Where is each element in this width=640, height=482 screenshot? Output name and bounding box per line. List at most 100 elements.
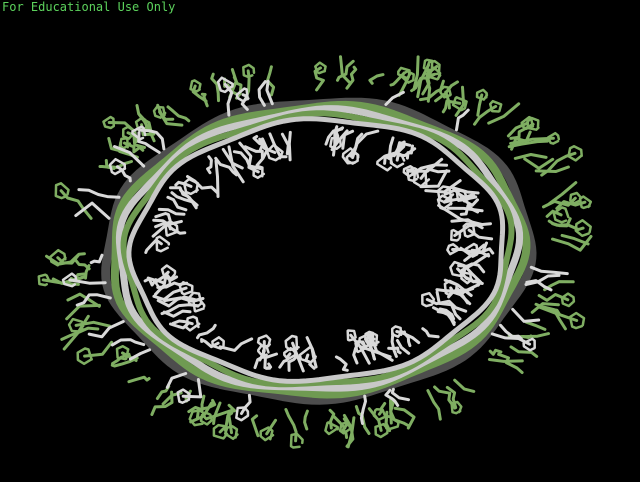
inner-sidechain	[387, 346, 402, 355]
outer-sidechain	[123, 141, 145, 154]
inner-sidechain	[238, 141, 260, 174]
outer-sidechain	[339, 55, 351, 84]
outer-sidechain	[393, 406, 416, 430]
outer-sidechain	[332, 415, 347, 430]
outer-sidechain	[73, 257, 91, 271]
inner-sidechain	[395, 339, 411, 355]
outer-sidechain	[433, 385, 457, 410]
outer-light-sidechain	[525, 279, 553, 292]
outer-sidechain-ring	[212, 423, 229, 440]
outer-sidechain	[412, 55, 420, 91]
inner-sidechain-ring	[450, 228, 462, 242]
inner-sidechain-ring	[446, 243, 460, 256]
outer-sidechain	[250, 414, 260, 438]
inner-sidechain	[443, 188, 476, 203]
outer-sidechain-ring	[546, 131, 561, 145]
outer-sidechain	[303, 409, 309, 431]
inner-sidechain	[432, 306, 456, 326]
inner-sidechain-ring	[436, 185, 455, 204]
inner-sidechain	[421, 327, 440, 339]
inner-sidechain-ring	[406, 167, 420, 182]
outer-light-sidechain	[89, 253, 104, 265]
outer-sidechain	[210, 72, 220, 103]
inner-sidechain	[174, 180, 193, 188]
outer-sidechain	[506, 121, 530, 138]
inner-sidechain	[424, 179, 462, 194]
inner-sidechain	[214, 156, 238, 177]
inner-sidechain	[154, 212, 172, 222]
outer-sidechain-ring	[324, 421, 340, 436]
inner-sidechain	[157, 207, 186, 216]
inner-sidechain	[186, 175, 219, 195]
inner-sidechain	[162, 309, 192, 318]
outer-light-sidechain-ring	[131, 125, 147, 141]
outer-sidechain	[127, 375, 151, 384]
outer-sidechain-ring	[560, 292, 576, 308]
outer-sidechain	[342, 413, 355, 448]
outer-light-sidechain	[113, 145, 146, 168]
inner-sidechain	[255, 137, 269, 167]
inner-sidechain	[402, 330, 412, 348]
inner-sidechain	[438, 307, 456, 321]
inner-sidechain-ring	[346, 329, 357, 342]
outer-light-sidechain	[181, 378, 203, 399]
outer-light-sidechain	[115, 165, 132, 183]
outer-sidechain-ring	[451, 96, 468, 112]
watermark-label: For Educational Use Only	[2, 0, 176, 14]
inner-sidechain	[232, 150, 262, 170]
outer-sidechain	[560, 233, 590, 246]
inner-sidechain-ring	[460, 271, 474, 285]
outer-sidechain-ring	[397, 66, 412, 80]
inner-sidechain-ring	[211, 336, 225, 350]
inner-sidechain	[443, 278, 473, 297]
outer-sidechain	[513, 153, 548, 160]
backbone-strand	[110, 100, 531, 399]
outer-light-sidechain-ring	[176, 388, 191, 404]
inner-sidechain	[227, 145, 245, 184]
outer-sidechain	[545, 209, 563, 218]
inner-sidechain-ring	[449, 260, 467, 278]
outer-sidechain-ring	[118, 137, 131, 150]
inner-sidechain	[390, 332, 398, 358]
outer-sidechain	[487, 102, 521, 125]
outer-sidechain-ring	[189, 79, 202, 93]
inner-sidechain-ring	[390, 325, 404, 338]
outer-sidechain	[523, 157, 555, 170]
outer-light-sidechain	[499, 323, 523, 341]
inner-sidechain-ring	[464, 242, 479, 258]
outer-light-sidechain	[390, 387, 410, 402]
outer-sidechain-ring	[152, 105, 167, 119]
backbone-strand	[120, 110, 515, 388]
outer-sidechain-ring	[520, 115, 535, 131]
outer-light-sidechain-ring	[235, 406, 250, 422]
outer-sidechain	[368, 73, 385, 85]
outer-sidechain-ring	[188, 409, 207, 427]
outer-sidechain-ring	[475, 88, 489, 101]
inner-sidechain	[467, 228, 494, 241]
outer-sidechain	[218, 411, 234, 434]
inner-sidechain	[419, 169, 449, 189]
outer-light-sidechain	[128, 348, 152, 361]
inner-sidechain-ring	[257, 344, 270, 357]
outer-sidechain	[497, 352, 524, 374]
outer-light-sidechain-ring	[61, 272, 78, 288]
outer-sidechain	[509, 345, 539, 358]
inner-sidechain	[332, 126, 345, 157]
inner-sidechain	[169, 186, 196, 204]
outer-sidechain	[150, 390, 174, 416]
outer-sidechain-ring	[223, 425, 239, 441]
outer-sidechain-ring	[199, 411, 214, 426]
inner-sidechain	[206, 155, 213, 175]
outer-sidechain-ring	[568, 311, 586, 330]
backbone-strand	[101, 97, 537, 405]
outer-sidechain-ring	[578, 195, 593, 210]
outer-light-sidechain	[524, 273, 561, 286]
outer-sidechain	[488, 348, 503, 356]
outer-sidechain	[551, 234, 593, 252]
outer-sidechain	[541, 305, 567, 331]
inner-sidechain-ring	[252, 164, 266, 180]
inner-sidechain	[263, 352, 278, 370]
inner-sidechain	[221, 147, 244, 170]
